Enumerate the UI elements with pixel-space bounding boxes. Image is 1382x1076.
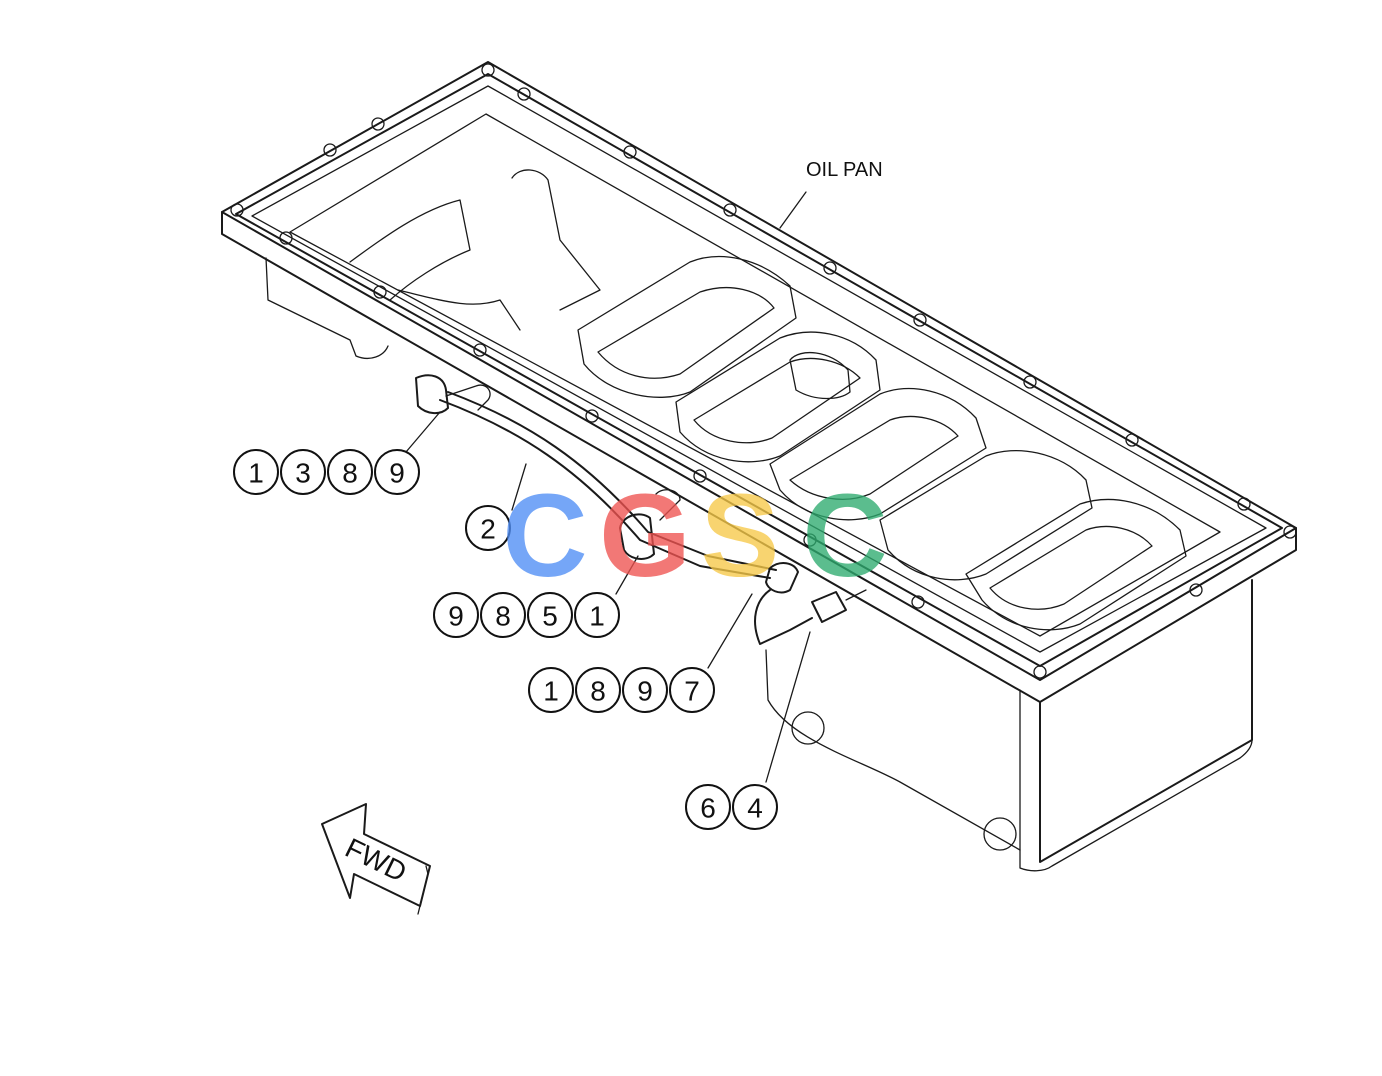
callout-digit: 9 (637, 676, 653, 707)
callout-bubble (480, 592, 526, 638)
oil-pan-label: OIL PAN (806, 159, 883, 181)
flange-bolts (230, 63, 1297, 679)
callout-digit: 9 (389, 458, 405, 489)
callout-digit: 9 (448, 601, 464, 632)
callout-bubble (374, 449, 420, 495)
callout-bubble (575, 667, 621, 713)
callout-bubble (528, 667, 574, 713)
callout-digit: 5 (542, 601, 558, 632)
leader-lines (405, 191, 811, 783)
callout-bubble (280, 449, 326, 495)
callout-bubble (327, 449, 373, 495)
callout-bubble (685, 784, 731, 830)
callout-bubble (433, 592, 479, 638)
watermark-letter: G (599, 470, 691, 602)
watermark-letter: C (502, 470, 587, 602)
watermark-letter: S (701, 470, 780, 602)
callout-bubble (233, 449, 279, 495)
callout-bubble (527, 592, 573, 638)
callout-digit: 3 (295, 458, 311, 489)
callout-digit: 4 (747, 793, 763, 824)
callout-bubble (732, 784, 778, 830)
callout-digit: 1 (543, 676, 559, 707)
callout-digit: 1 (248, 458, 264, 489)
callout-digit: 1 (589, 601, 605, 632)
oil-line-assembly (415, 374, 867, 645)
callout-digit: 8 (590, 676, 606, 707)
callout-digit: 2 (480, 514, 496, 545)
callout-digit: 8 (342, 458, 358, 489)
watermark-letter: C (802, 470, 887, 602)
callout-digit: 6 (700, 793, 716, 824)
callout-digit: 7 (684, 676, 700, 707)
callout-digit: 8 (495, 601, 511, 632)
callout-bubble (465, 505, 511, 551)
callout-bubble (669, 667, 715, 713)
fwd-arrow: FWD (321, 803, 431, 915)
callout-2: 2 (465, 505, 511, 551)
oil-pan-drawing (221, 61, 1297, 872)
callout-bubble (574, 592, 620, 638)
callout-bubble (622, 667, 668, 713)
